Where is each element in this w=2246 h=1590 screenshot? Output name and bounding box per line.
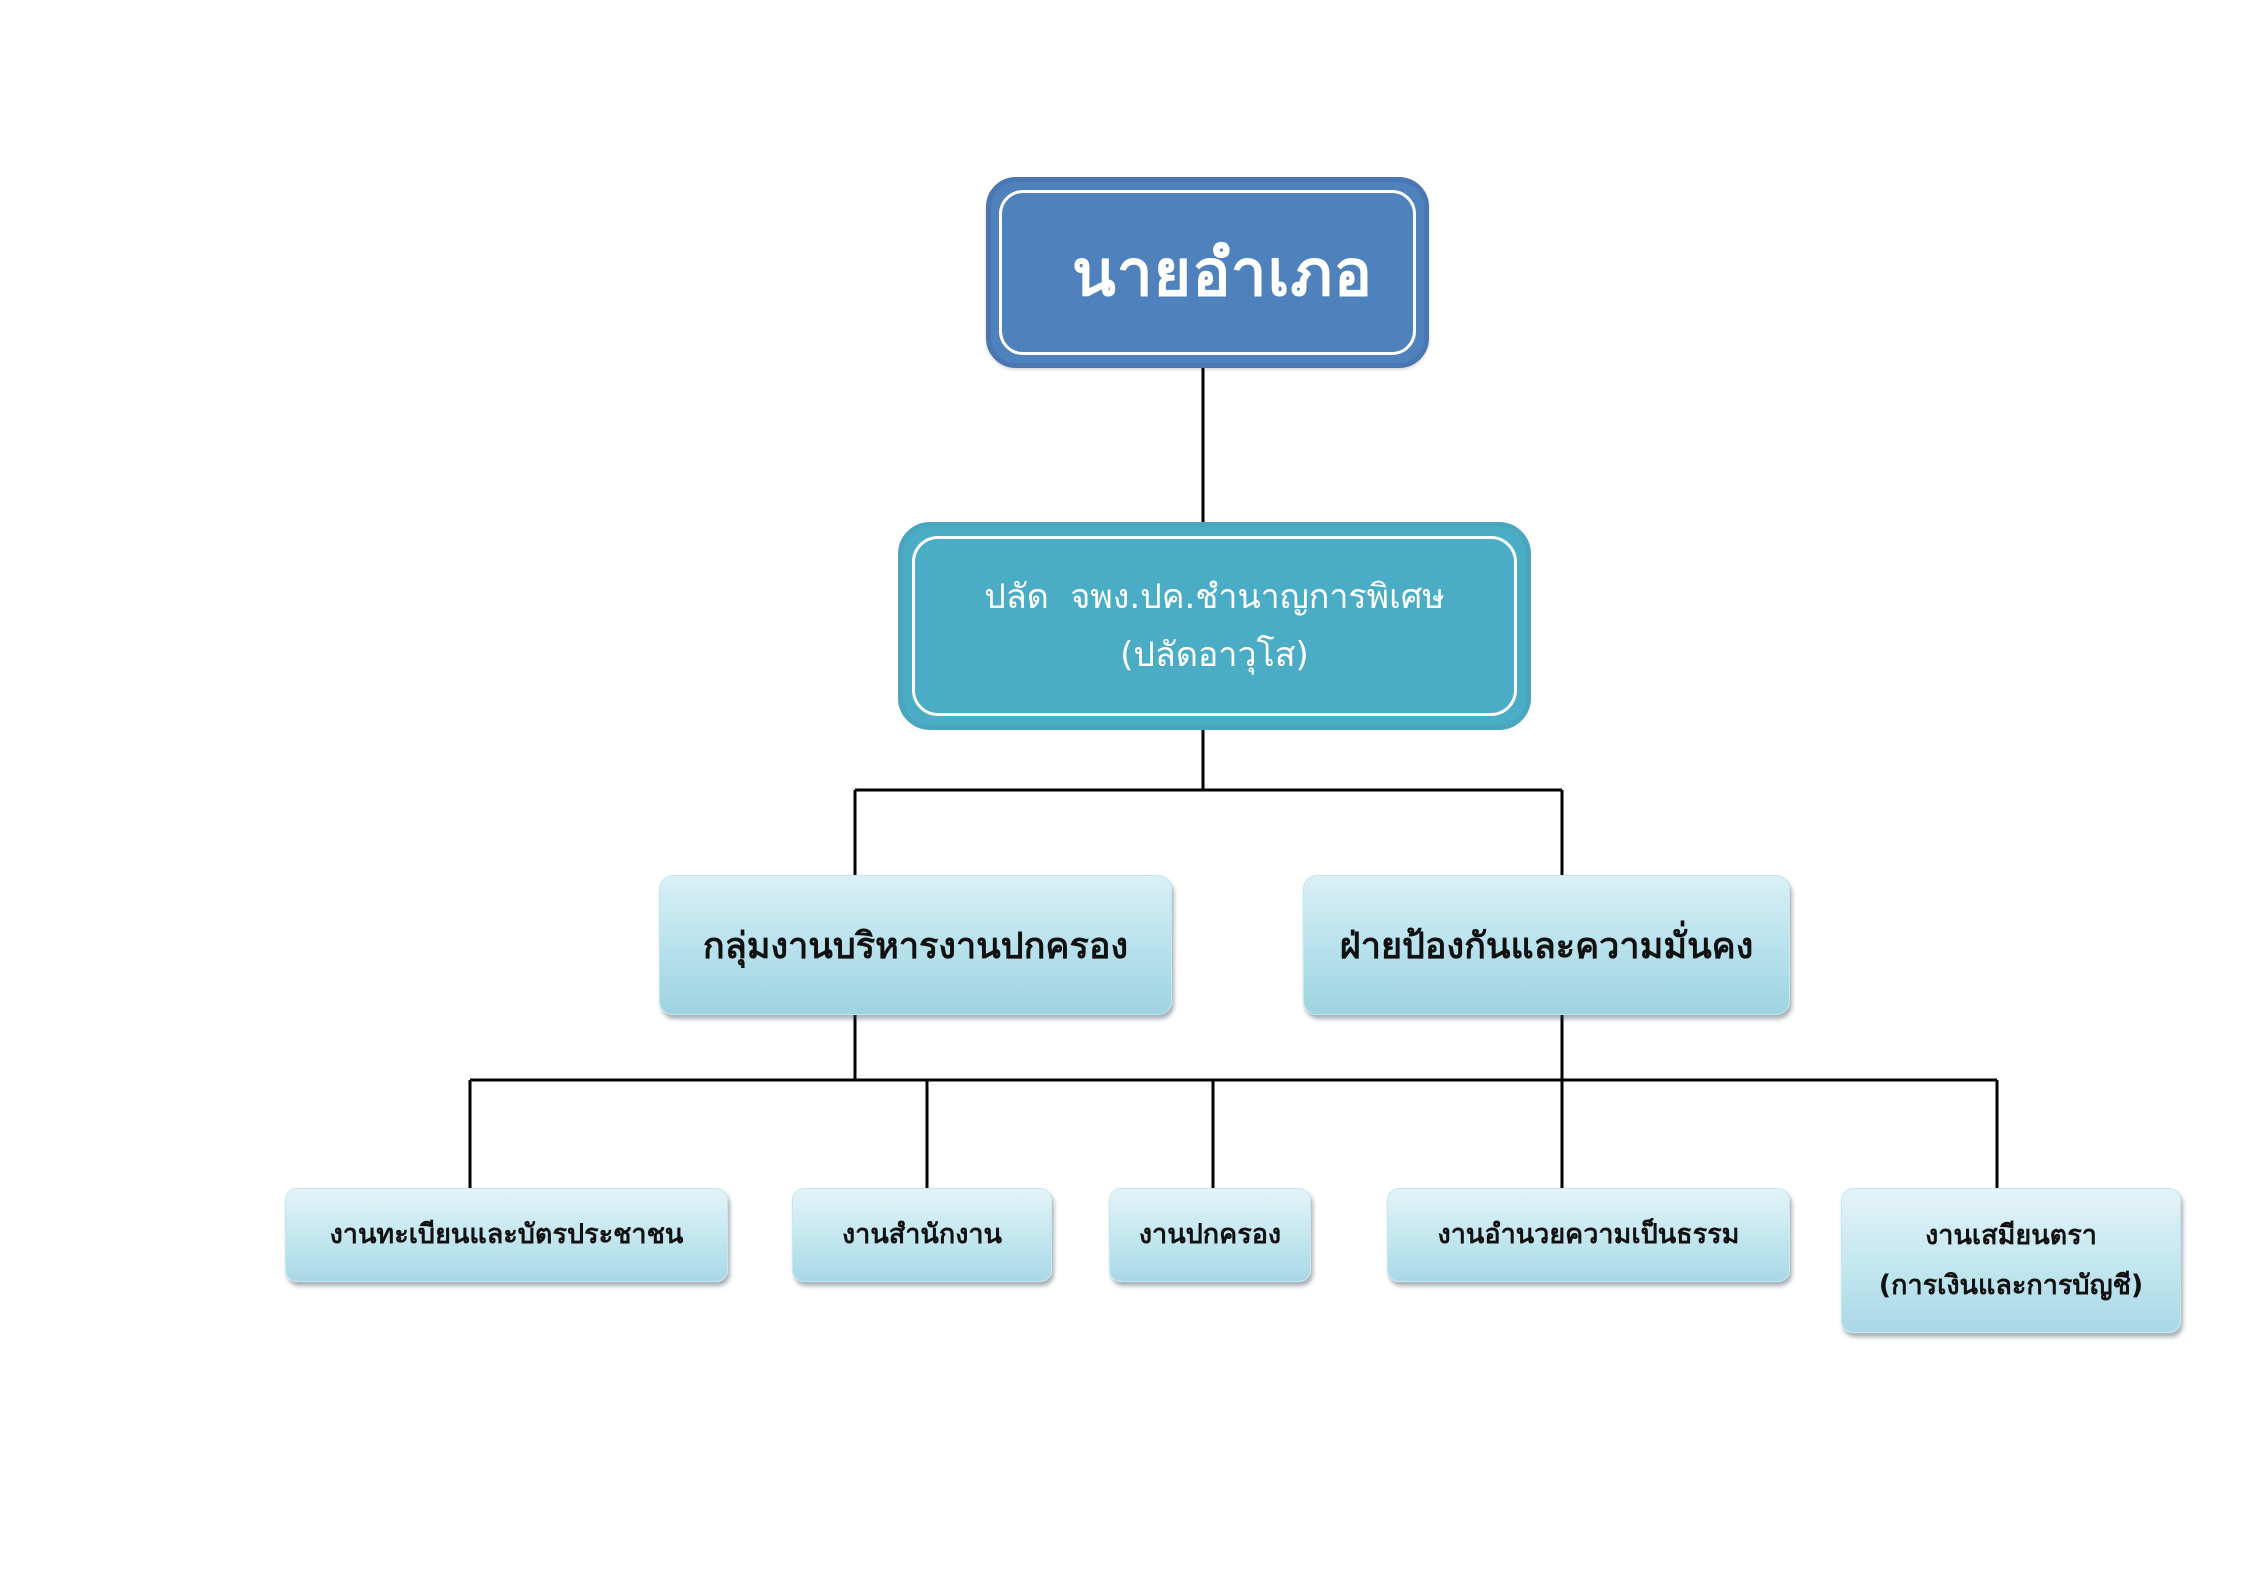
unit-justice-box: งานอำนวยความเป็นธรรม — [1387, 1188, 1790, 1282]
group-security-label: ฝ่ายป้องกันและความมั่นคง — [1339, 925, 1754, 967]
unit-clerk-title: งานเสมียนตรา — [1925, 1219, 2097, 1251]
unit-clerk-box: งานเสมียนตรา (การเงินและการบัญชี) — [1841, 1188, 2181, 1333]
unit-justice-label: งานอำนวยความเป็นธรรม — [1437, 1219, 1740, 1250]
deputy-label: ปลัด จพง.ปค.ชำนาญการพิเศษ (ปลัดอาวุโส) — [984, 568, 1444, 684]
deputy-subtitle: (ปลัดอาวุโส) — [1120, 635, 1309, 675]
unit-registration-label: งานทะเบียนและบัตรประชาชน — [329, 1219, 684, 1250]
group-admin-label: กลุ่มงานบริหารงานปกครอง — [702, 925, 1129, 967]
chief-label: นายอำเภอ — [1071, 236, 1374, 311]
unit-office-label: งานสำนักงาน — [841, 1219, 1003, 1250]
unit-registration-box: งานทะเบียนและบัตรประชาชน — [285, 1188, 728, 1282]
deputy-title: ปลัด จพง.ปค.ชำนาญการพิเศษ — [984, 577, 1445, 617]
group-admin-box: กลุ่มงานบริหารงานปกครอง — [659, 875, 1172, 1015]
chief-box: นายอำเภอ — [986, 177, 1429, 368]
deputy-box: ปลัด จพง.ปค.ชำนาญการพิเศษ (ปลัดอาวุโส) — [898, 522, 1531, 730]
unit-clerk-label: งานเสมียนตรา (การเงินและการบัญชี) — [1879, 1211, 2144, 1311]
unit-clerk-subtitle: (การเงินและการบัญชี) — [1878, 1269, 2144, 1301]
unit-administration-box: งานปกครอง — [1109, 1188, 1311, 1282]
group-security-box: ฝ่ายป้องกันและความมั่นคง — [1303, 875, 1790, 1015]
chief-box-inner-border — [999, 190, 1416, 355]
unit-office-box: งานสำนักงาน — [792, 1188, 1052, 1282]
deputy-box-inner-border — [912, 536, 1517, 716]
unit-administration-label: งานปกครอง — [1138, 1219, 1282, 1250]
